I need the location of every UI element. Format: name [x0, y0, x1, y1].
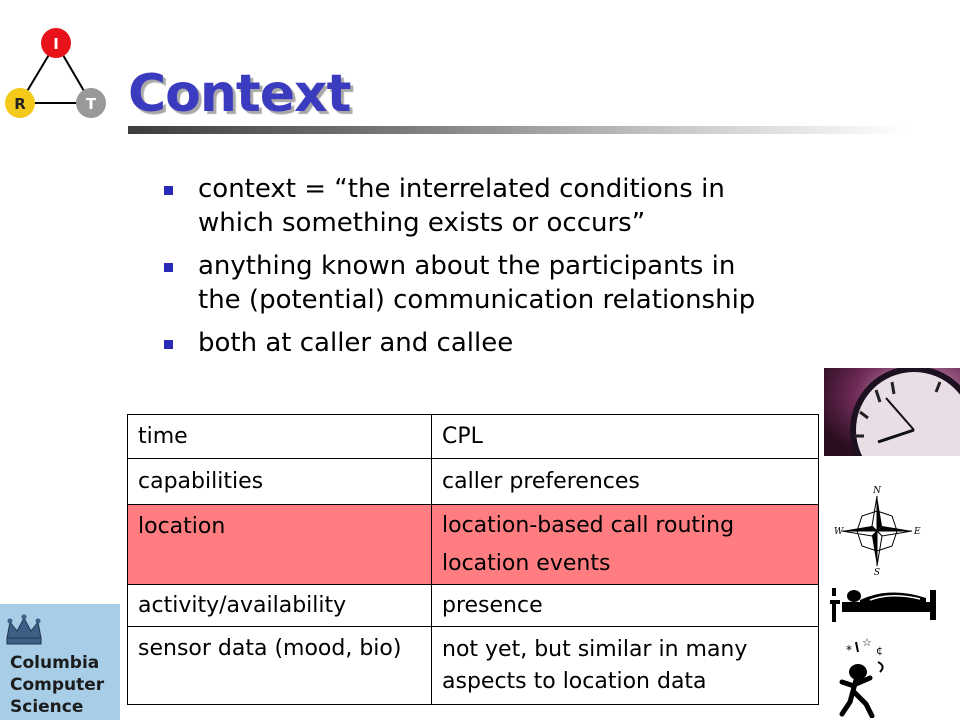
table-cell-label: capabilities — [127, 458, 432, 505]
mood-figure-icon: * ☆ ¢ — [839, 636, 884, 718]
table-cell-label: sensor data (mood, bio) — [127, 626, 432, 705]
svg-text:N: N — [872, 486, 882, 496]
svg-text:¢: ¢ — [876, 644, 883, 657]
logo-text-line: Science — [10, 697, 84, 717]
table-cell-value: not yet, but similar in many aspects to … — [431, 626, 819, 705]
sleeping-person-icon — [830, 588, 936, 622]
bullet-item: both at caller and callee — [160, 326, 820, 360]
columbia-cs-logo: Columbia Computer Science — [0, 604, 120, 720]
svg-text:*: * — [846, 643, 852, 657]
table-cell-value: presence — [431, 584, 819, 627]
cell-line: presence — [442, 592, 543, 618]
table-cell-value: location-based call routing location eve… — [431, 504, 819, 585]
table-cell-label: time — [127, 414, 432, 459]
svg-text:R: R — [14, 95, 26, 113]
clock-image — [824, 368, 960, 456]
table-row: capabilities caller preferences — [127, 458, 819, 505]
svg-text:I: I — [53, 35, 59, 53]
compass-icon: N W E S — [834, 486, 921, 576]
logo-node-top: I — [41, 28, 71, 58]
logo-node-left: R — [5, 88, 35, 118]
svg-text:T: T — [86, 95, 97, 113]
svg-text:E: E — [913, 527, 921, 537]
bullet-line: anything known about the participants in — [198, 251, 736, 281]
cell-line: not yet, but similar in many — [442, 636, 748, 662]
cell-line: aspects to location data — [442, 668, 707, 694]
table-cell-value: CPL — [431, 414, 819, 459]
bullet-item: anything known about the participants in… — [160, 249, 820, 317]
table-row: time CPL — [127, 414, 819, 459]
title-underline — [128, 126, 908, 134]
table-cell-value: caller preferences — [431, 458, 819, 505]
logo-node-right: T — [76, 88, 106, 118]
irt-logo: I R T — [5, 28, 106, 118]
bullet-item: context = “the interrelated conditions i… — [160, 172, 820, 240]
svg-text:W: W — [834, 527, 844, 537]
bullet-line: the (potential) communication relationsh… — [198, 285, 756, 315]
table-row: activity/availability presence — [127, 584, 819, 627]
bullet-line: both at caller and callee — [198, 328, 514, 358]
bullet-line: which something exists or occurs” — [198, 208, 646, 238]
table-row-highlighted: location location-based call routing loc… — [127, 504, 819, 585]
context-table: time CPL capabilities caller preferences… — [127, 414, 819, 705]
cell-line: location-based call routing — [442, 512, 735, 538]
table-cell-label: activity/availability — [127, 584, 432, 627]
bullet-square-icon — [164, 340, 173, 349]
slide-title: Context — [128, 64, 351, 124]
bullet-square-icon — [164, 263, 173, 272]
cell-line: CPL — [442, 423, 483, 449]
cell-line: caller preferences — [442, 468, 640, 494]
bullet-square-icon — [164, 186, 173, 195]
logo-text-line: Columbia — [10, 653, 100, 673]
table-cell-label: location — [127, 504, 432, 585]
bullet-line: context = “the interrelated conditions i… — [198, 174, 725, 204]
cell-line: location events — [442, 550, 611, 576]
bullet-list: context = “the interrelated conditions i… — [160, 172, 820, 369]
svg-text:☆: ☆ — [862, 636, 872, 649]
logo-text-line: Computer — [10, 675, 105, 695]
crown-icon — [6, 614, 42, 645]
svg-text:S: S — [874, 568, 880, 576]
table-row: sensor data (mood, bio) not yet, but sim… — [127, 626, 819, 705]
